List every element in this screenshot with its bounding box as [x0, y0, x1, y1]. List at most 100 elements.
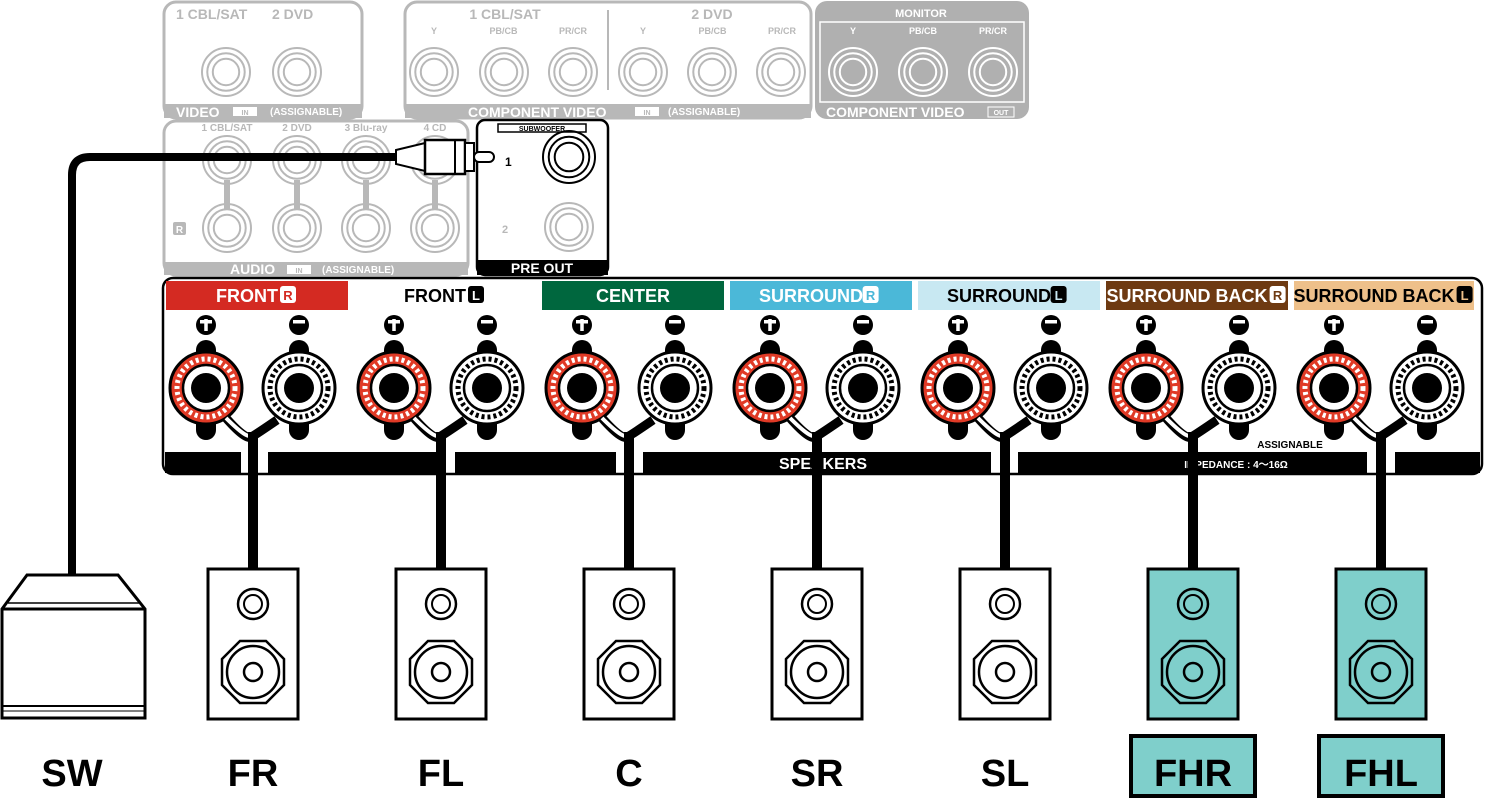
speaker-label: C: [615, 753, 642, 795]
assignable-label: (ASSIGNABLE): [270, 107, 342, 118]
side-badge-letter: L: [472, 288, 480, 303]
speaker-terminal-plus: [544, 315, 620, 440]
audio-in-panel: 1 CBL/SAT 2 DVD 3 Blu-ray 4 CD R AUDIO I…: [162, 119, 470, 277]
component-in-jack: [479, 47, 529, 97]
speaker-terminal-minus: [449, 315, 525, 440]
audio-jack-r: [272, 203, 322, 253]
speaker-terminal-minus: [1013, 315, 1089, 440]
video-in-label-1: 1 CBL/SAT: [176, 6, 248, 22]
assignable-label: (ASSIGNABLE): [322, 265, 394, 276]
subwoofer-title: SUBWOOFER: [519, 126, 565, 133]
channel-label: SURROUND: [947, 286, 1051, 306]
woofer-icon: [220, 639, 286, 705]
speaker-cabinet: [1146, 567, 1240, 721]
speaker-label: SR: [791, 753, 844, 795]
side-badge-letter: L: [1055, 288, 1063, 303]
tweeter-icon: [1364, 587, 1398, 621]
tweeter-icon: [424, 587, 458, 621]
channel-label-bg: [1106, 281, 1288, 310]
channel-label-bg: [166, 281, 348, 310]
audio-jack-r: [202, 203, 252, 253]
channel-label: SURROUND BACK: [1294, 286, 1455, 306]
speaker-label: FR: [228, 753, 279, 795]
component-in-jack: [618, 47, 668, 97]
channel-label-bg: [542, 281, 724, 310]
audio-in-label-1: 1 CBL/SAT: [202, 123, 253, 134]
audio-jack-r: [341, 203, 391, 253]
minus-icon: [289, 315, 309, 335]
speaker-fhl: FHL: [1317, 567, 1445, 798]
component-in-jack: [756, 47, 806, 97]
label-highlight: [1317, 734, 1445, 798]
speaker-cables: [222, 415, 1408, 570]
speaker-cabinet: [206, 567, 300, 721]
speaker-sw: SW: [0, 573, 147, 795]
side-badge: [1269, 286, 1286, 303]
jack-label: PR/CR: [979, 26, 1008, 36]
audio-footer: AUDIO: [230, 261, 275, 277]
minus-icon: [665, 315, 685, 335]
tweeter-icon: [236, 587, 270, 621]
speaker-label: FL: [418, 753, 464, 795]
speaker-cabinet: [394, 567, 488, 721]
jack-label: Y: [431, 26, 437, 36]
jack-label: Y: [640, 26, 646, 36]
speaker-cabinet: [582, 567, 676, 721]
speaker-label: SL: [981, 753, 1030, 795]
channel-label: SURROUND: [759, 286, 863, 306]
speaker-cabinet: [1334, 567, 1428, 721]
video-jack: [201, 47, 251, 97]
jack-label: PR/CR: [768, 26, 797, 36]
speaker-sl: SL: [958, 567, 1052, 795]
component-footer: COMPONENT VIDEO: [468, 104, 607, 120]
speaker-terminal-minus: [261, 315, 337, 440]
out-badge: OUT: [994, 110, 1010, 117]
jack-label: PR/CR: [559, 26, 588, 36]
woofer-icon: [784, 639, 850, 705]
side-badge-letter: R: [283, 288, 293, 303]
jack-label: Y: [850, 26, 856, 36]
side-badge: [1456, 286, 1473, 303]
speaker-terminal-plus: [920, 315, 996, 440]
speaker-terminal-plus: [1108, 315, 1184, 440]
speakers-footer: SPEAKERS: [779, 456, 867, 473]
audio-jack-r: [410, 203, 460, 253]
speaker-fhr: FHR: [1129, 567, 1257, 798]
video-jack: [272, 47, 322, 97]
component-out-footer: COMPONENT VIDEO: [826, 104, 965, 120]
pre-out-footer: PRE OUT: [511, 260, 574, 276]
speaker-cabinet: [958, 567, 1052, 721]
label-highlight: [1129, 734, 1257, 798]
channel-label-bg: [1294, 281, 1474, 310]
speaker-terminal-plus: [1296, 315, 1372, 440]
woofer-icon: [596, 639, 662, 705]
speaker-label: FHR: [1154, 753, 1232, 795]
speaker-c: C: [582, 567, 676, 795]
speaker-label: SW: [41, 753, 102, 795]
audio-in-label-4: 4 CD: [424, 123, 447, 134]
speaker-terminal-plus: [732, 315, 808, 440]
woofer-icon: [1348, 639, 1414, 705]
r-badge: R: [176, 225, 184, 236]
side-badge-letter: R: [1273, 288, 1283, 303]
speaker-label: FHL: [1344, 753, 1418, 795]
component-group-2: 2 DVD: [691, 6, 732, 22]
woofer-icon: [408, 639, 474, 705]
pre-out-panel: SUBWOOFER 1 2 PRE OUT: [475, 118, 610, 277]
video-in-label-2: 2 DVD: [272, 6, 313, 22]
component-in-jack: [687, 47, 737, 97]
component-in-jack: [409, 47, 459, 97]
minus-icon: [477, 315, 497, 335]
tweeter-icon: [612, 587, 646, 621]
component-out-jack: [968, 47, 1018, 97]
speaker-cabinet: [770, 567, 864, 721]
speaker-terminal-minus: [637, 315, 713, 440]
pre-out-jack-2-label: 2: [502, 224, 508, 236]
woofer-icon: [1160, 639, 1226, 705]
minus-icon: [1417, 315, 1437, 335]
component-out-jack: [828, 47, 878, 97]
tweeter-icon: [988, 587, 1022, 621]
impedance-label: IMPEDANCE : 4～16Ω: [1184, 460, 1288, 471]
monitor-title: MONITOR: [895, 8, 947, 20]
